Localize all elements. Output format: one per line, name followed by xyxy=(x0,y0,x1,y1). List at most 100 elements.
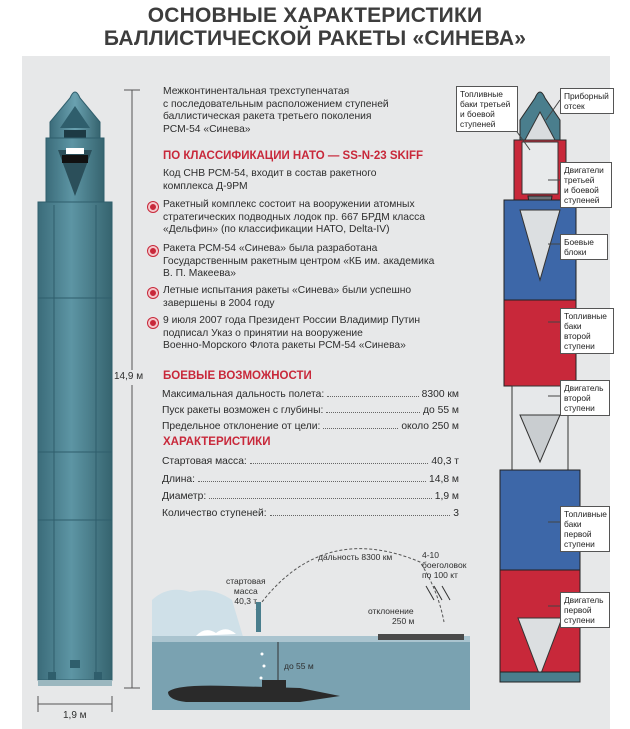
deviation-label: отклонение 250 м xyxy=(368,606,414,626)
bullet-line: «Дельфин» (по классификации НАТО, Delta-… xyxy=(163,224,390,235)
callout-fuel-tanks-first-stage: Топливные баки первой ступени xyxy=(560,506,610,552)
bullet-line: Летные испытания ракеты «Синева» были ус… xyxy=(163,285,412,296)
intro-line: Межконтинентальная трехступенчатая xyxy=(163,86,350,97)
row-value: до 55 м xyxy=(423,405,459,416)
spec-row: Диаметр: 1,9 м xyxy=(162,488,459,502)
label-line: отклонение xyxy=(368,606,414,616)
bullet-marker xyxy=(148,318,158,328)
height-dimension-label: 14,9 м xyxy=(114,370,144,385)
label-line: 40,3 т xyxy=(234,596,258,606)
callout-warhead-blocks: Боевые блоки xyxy=(560,234,608,260)
callout-line: Двигатель xyxy=(564,383,604,393)
callout-line: ступени xyxy=(564,403,595,413)
label-line: по 100 кт xyxy=(422,570,458,580)
callout-line: отсек xyxy=(564,101,585,111)
callout-line: Топливные xyxy=(564,311,607,321)
row-value: 40,3 т xyxy=(431,456,459,467)
bullet-item: Летные испытания ракеты «Синева» были ус… xyxy=(163,285,453,310)
bullet-line: Военно-Морского Флота ракеты РСМ-54 «Син… xyxy=(163,340,406,351)
callout-line: баки xyxy=(564,519,582,529)
callout-line: ступеней xyxy=(460,119,496,129)
bullet-line: завершены в 2004 году xyxy=(163,297,275,309)
combat-heading: БОЕВЫЕ ВОЗМОЖНОСТИ xyxy=(163,370,312,382)
callout-line: ступени xyxy=(564,615,595,625)
row-label: Диаметр: xyxy=(162,491,207,502)
warheads-label: 4-10 боеголовок по 100 кт xyxy=(422,550,466,580)
label-line: 4-10 xyxy=(422,550,440,560)
callout-line: первой xyxy=(564,605,592,615)
bullet-line: Ракетный комплекс состоит на вооружении … xyxy=(163,199,415,210)
row-label: Количество ступеней: xyxy=(162,508,267,519)
callout-fuel-tanks-third-stage: Топливные баки третьей и боевой ступеней xyxy=(456,86,518,132)
nato-line: Код СНВ РСМ-54, входит в состав ракетног… xyxy=(163,168,377,179)
callout-instrument-compartment: Приборный отсек xyxy=(560,88,614,114)
row-label: Пуск ракеты возможен с глубины: xyxy=(162,405,324,416)
leader-dots xyxy=(326,412,420,413)
combat-row: Пуск ракеты возможен с глубины: до 55 м xyxy=(162,402,459,416)
row-label: Стартовая масса: xyxy=(162,456,247,467)
leader-dots xyxy=(249,463,429,464)
leader-dots xyxy=(198,481,427,482)
label-line: боеголовок xyxy=(422,560,467,570)
bullet-line: стратегических подводных лодок пр. 667 Б… xyxy=(163,211,425,223)
combat-row: Максимальная дальность полета: 8300 км xyxy=(162,386,459,400)
callout-line: Топливные xyxy=(460,89,503,99)
callout-line: Приборный xyxy=(564,91,609,101)
label-line: 250 м xyxy=(392,616,415,626)
bullet-line: Государственным ракетным центром «КБ им.… xyxy=(163,255,435,267)
spec-heading: ХАРАКТЕРИСТИКИ xyxy=(163,436,271,448)
bullet-item: Ракетный комплекс состоит на вооружении … xyxy=(163,199,453,237)
row-label: Длина: xyxy=(162,474,196,485)
page-title: ОСНОВНЫЕ ХАРАКТЕРИСТИКИ БАЛЛИСТИЧЕСКОЙ Р… xyxy=(0,4,630,50)
bullet-line: Ракета РСМ-54 «Синева» была разработана xyxy=(163,243,378,254)
label-line: стартовая xyxy=(226,576,266,586)
callout-line: и боевой xyxy=(460,109,495,119)
intro-text: Межконтинентальная трехступенчатая с пос… xyxy=(163,86,443,136)
callout-engines-third-stage: Двигатели третьей и боевой ступеней xyxy=(560,162,612,208)
callout-line: блоки xyxy=(564,247,587,257)
row-label: Максимальная дальность полета: xyxy=(162,389,325,400)
intro-line: баллистическая ракета третьего поколения xyxy=(163,111,372,122)
callout-line: ступени xyxy=(564,341,595,351)
callout-line: Двигатели xyxy=(564,165,604,175)
callout-engine-second-stage: Двигатель второй ступени xyxy=(560,380,610,416)
bullet-marker xyxy=(148,202,158,212)
range-label: дальность 8300 км xyxy=(318,552,393,562)
nato-text: Код СНВ РСМ-54, входит в состав ракетног… xyxy=(163,168,443,193)
spec-row: Длина: 14,8 м xyxy=(162,471,459,485)
leader-dots xyxy=(209,498,432,499)
bullet-line: 9 июля 2007 года Президент России Владим… xyxy=(163,315,421,326)
bullet-item: Ракета РСМ-54 «Синева» была разработана … xyxy=(163,243,453,281)
combat-row: Предельное отклонение от цели: около 250 … xyxy=(162,418,459,432)
row-label: Предельное отклонение от цели: xyxy=(162,421,321,432)
title-line-1: ОСНОВНЫЕ ХАРАКТЕРИСТИКИ xyxy=(147,4,483,27)
row-value: 1,9 м xyxy=(434,491,459,502)
bullet-item: 9 июля 2007 года Президент России Владим… xyxy=(163,315,453,353)
width-dimension-label: 1,9 м xyxy=(63,710,87,721)
label-line: масса xyxy=(233,586,258,596)
callout-line: Боевые xyxy=(564,237,594,247)
row-value: 8300 км xyxy=(421,389,459,400)
bullet-line: В. П. Макеева» xyxy=(163,268,237,279)
intro-line: с последовательным расположением ступене… xyxy=(163,98,389,110)
depth-label: до 55 м xyxy=(284,661,314,671)
callout-line: ступени xyxy=(564,539,595,549)
callout-line: ступеней xyxy=(564,195,600,205)
intro-line: РСМ-54 «Синева» xyxy=(163,123,251,135)
leader-dots xyxy=(269,515,451,516)
callout-line: первой xyxy=(564,529,592,539)
row-value: 14,8 м xyxy=(429,474,459,485)
row-value: 3 xyxy=(453,508,459,519)
title-line-2: БАЛЛИСТИЧЕСКОЙ РАКЕТЫ «СИНЕВА» xyxy=(103,27,527,50)
bullet-marker xyxy=(148,288,158,298)
row-value: около 250 м xyxy=(401,421,459,432)
callout-line: Двигатель xyxy=(564,595,604,605)
callout-line: третьей xyxy=(564,175,595,185)
callout-engine-first-stage: Двигатель первой ступени xyxy=(560,592,610,628)
callout-fuel-tanks-second-stage: Топливные баки второй ступени xyxy=(560,308,614,354)
spec-row: Стартовая масса: 40,3 т xyxy=(162,453,459,467)
bullet-marker xyxy=(148,246,158,256)
callout-line: второй xyxy=(564,393,591,403)
